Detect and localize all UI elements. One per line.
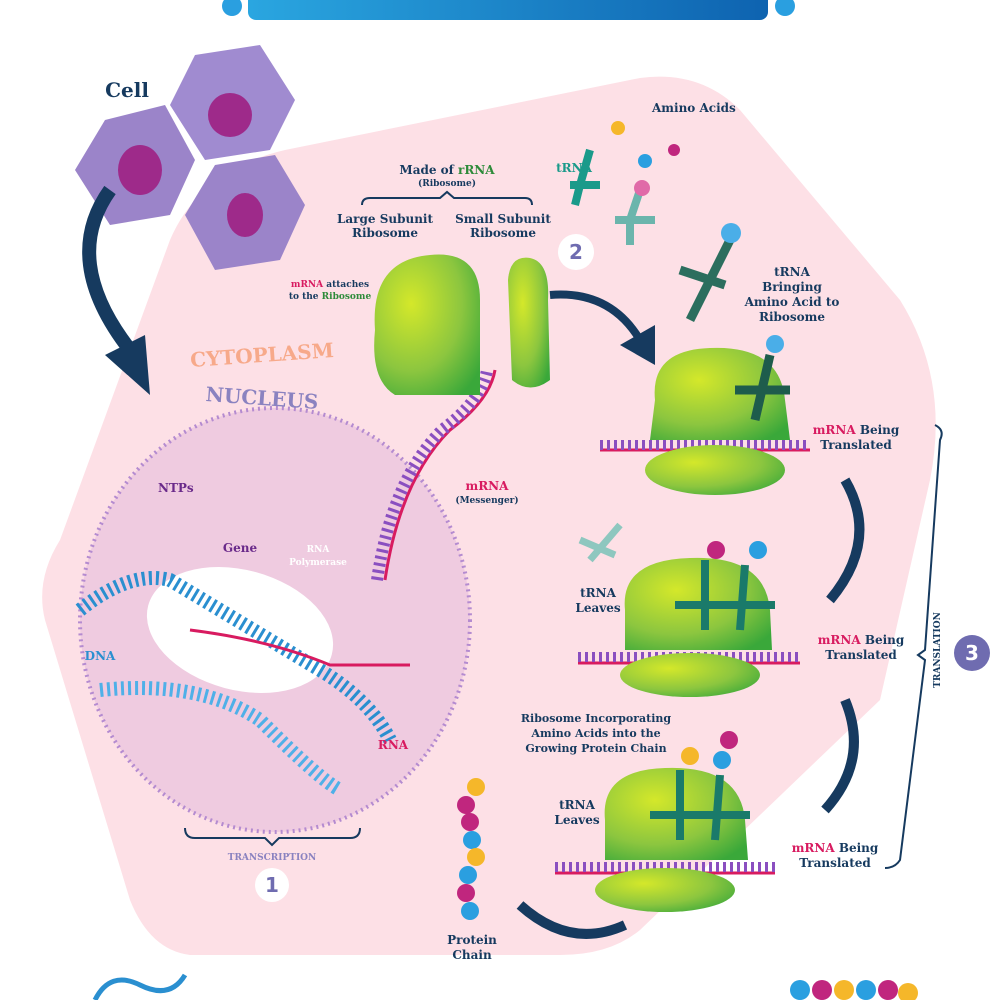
- cell-label: Cell: [105, 78, 149, 102]
- ribosome-to-translation-arrow: [549, 290, 644, 343]
- svg-text:1: 1: [265, 873, 279, 897]
- to-the-ribosome-label: to the Ribosome: [289, 292, 372, 302]
- step-arrow: [826, 477, 865, 604]
- cell-to-nucleus-arrow: [82, 185, 136, 355]
- header-bar: [248, 0, 768, 20]
- translation-ribosome-2: [578, 522, 800, 697]
- made-of-rrna-label: Made of rRNA: [399, 163, 495, 177]
- messenger-label: (Messenger): [455, 495, 518, 506]
- rna-transcript: [189, 628, 410, 667]
- amino-acid-chain-icon: [790, 980, 918, 1000]
- amino-acids-label: Amino Acids: [651, 101, 736, 115]
- ribosome-brace: [361, 190, 533, 206]
- ntps-label: NTPs: [158, 481, 194, 495]
- mrna-strand: [383, 369, 497, 581]
- mrna-label: mRNA: [466, 479, 510, 493]
- trna-molecules: [570, 121, 741, 323]
- header-dot-left: [222, 0, 242, 16]
- arrowhead: [620, 325, 655, 365]
- step-3-badge: 3: [954, 635, 990, 671]
- svg-text:2: 2: [569, 240, 583, 264]
- arrowhead: [105, 335, 150, 395]
- to-protein-arrow: [516, 901, 628, 939]
- protein-chain-beads: [457, 778, 485, 920]
- transcription-label: TRANSCRIPTION: [228, 853, 316, 863]
- dna-strand: [75, 571, 397, 744]
- translation-brace: [884, 424, 943, 869]
- step-1-badge: 1: [255, 868, 289, 902]
- rna-label: RNA: [378, 738, 409, 752]
- header-dot-right: [775, 0, 795, 16]
- gene-label: Gene: [223, 541, 258, 555]
- translation-ribosome-1: [600, 335, 810, 495]
- dna-strand-lower: [99, 681, 344, 797]
- large-subunit-ribosome: [374, 254, 480, 395]
- translation-ribosome-3: [555, 731, 775, 912]
- ribosome-paren-label: (Ribosome): [418, 178, 476, 189]
- step-arrow: [821, 698, 859, 814]
- svg-text:3: 3: [965, 641, 979, 665]
- step-2-badge: 2: [558, 234, 594, 270]
- mrna-attaches-label: mRNA attaches: [291, 280, 369, 290]
- small-subunit-ribosome: [508, 257, 550, 388]
- translation-label: TRANSLATION: [933, 612, 943, 688]
- transcription-brace: [184, 827, 361, 847]
- trna-label: tRNA: [556, 161, 592, 175]
- dna-logo-icon: [92, 973, 188, 1000]
- dna-label: DNA: [85, 649, 116, 663]
